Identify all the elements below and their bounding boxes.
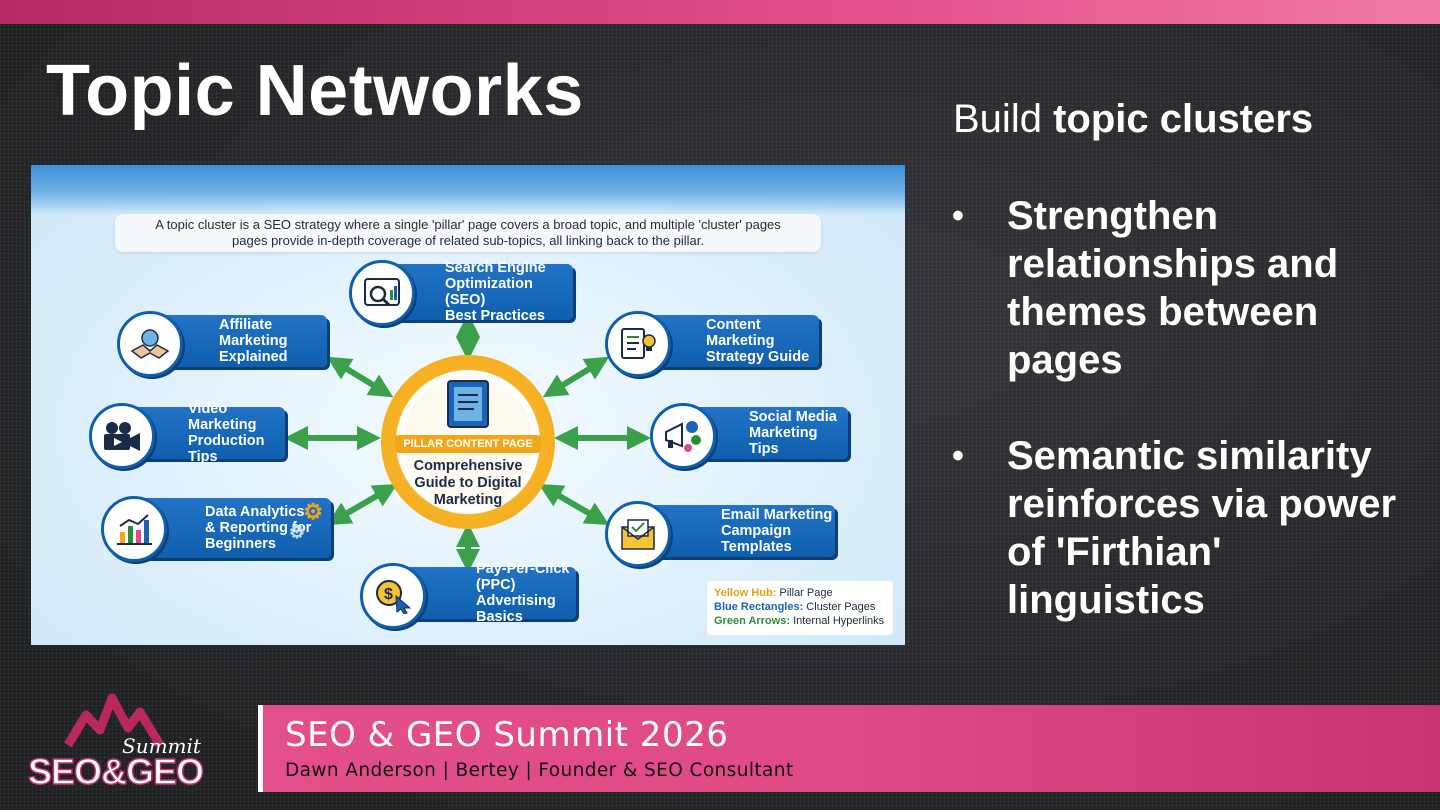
cluster-content-line-2: Strategy Guide xyxy=(706,349,810,365)
gear-small-icon: ⚙ xyxy=(288,522,305,542)
handshake-globe-icon xyxy=(117,311,183,377)
infographic-legend: Yellow Hub: Pillar Page Blue Rectangles:… xyxy=(707,581,893,635)
cluster-affiliate-line-2: Explained xyxy=(219,349,288,365)
pillar-title-line-1: Comprehensive xyxy=(413,458,523,474)
svg-text:$: $ xyxy=(384,586,393,603)
cluster-affiliate: Affiliate Marketing Explained xyxy=(117,311,329,377)
logo-script: Summit xyxy=(122,734,202,758)
slide-title: Topic Networks xyxy=(46,51,584,131)
cluster-seo-line-1: Search Engine xyxy=(445,260,546,276)
legend-value-hub: Pillar Page xyxy=(776,587,833,599)
cluster-seo-line-3: Best Practices xyxy=(445,308,545,324)
cluster-social: Social Media Marketing Tips xyxy=(650,403,850,469)
lead-strong: topic clusters xyxy=(1053,97,1314,141)
bar-chart-icon xyxy=(101,496,167,562)
cluster-data-line-3: Beginners xyxy=(205,536,276,552)
arrow-content xyxy=(542,356,610,398)
document-lightbulb-icon xyxy=(605,311,671,377)
megaphone-social-icon xyxy=(650,403,716,469)
legend-key-arrow: Green Arrows: xyxy=(714,615,791,627)
cluster-data-line-1: Data Analytics xyxy=(205,504,305,520)
bullet-item: • Semantic similarity reinforces via powe… xyxy=(950,432,1420,624)
legend-key-hub: Yellow Hub: xyxy=(714,587,777,599)
cluster-social-line-1: Social Media xyxy=(749,409,837,425)
pillar-badge: PILLAR CONTENT PAGE xyxy=(395,435,541,453)
infographic-sky xyxy=(31,165,905,215)
cluster-video-line-1: Video Marketing xyxy=(188,401,257,433)
envelope-icon xyxy=(605,501,671,567)
top-accent-bar xyxy=(0,0,1440,24)
bullet-symbol: • xyxy=(952,437,964,475)
speaker-line: Dawn Anderson | Bertey | Founder & SEO C… xyxy=(285,760,794,781)
pillar-title-line-2: Guide to Digital xyxy=(414,475,522,491)
book-icon xyxy=(447,380,489,428)
arrow-data xyxy=(326,483,398,526)
lead-prefix: Build xyxy=(953,97,1054,141)
pillar-hub: PILLAR CONTENT PAGE Comprehensive Guide … xyxy=(381,355,555,529)
coin-cursor-icon: $ xyxy=(360,563,426,629)
gear-icon: ⚙ xyxy=(303,499,323,524)
cluster-social-line-2: Marketing Tips xyxy=(749,425,818,457)
footer-bar: SEO & GEO Summit 2026 Dawn Anderson | Be… xyxy=(258,705,1440,792)
infographic-intro: A topic cluster is a SEO strategy where … xyxy=(115,214,821,252)
legend-key-cluster: Blue Rectangles: xyxy=(714,601,804,613)
cluster-seo: Search Engine Optimization (SEO) Best Pr… xyxy=(349,260,575,326)
cluster-data: Data Analytics & Reporting for Beginners… xyxy=(101,496,333,562)
logo-wordmark: SEO&GEO xyxy=(28,751,203,790)
cluster-ppc-line-1: Pay-Per-Click (PPC) xyxy=(476,561,570,593)
bullet-symbol: • xyxy=(952,197,964,235)
bullet-item: • Strengthen relationships and themes bet… xyxy=(950,192,1420,384)
link-arrows xyxy=(284,313,651,573)
cluster-email-line-1: Email Marketing xyxy=(721,507,833,523)
cluster-seo-line-2: Optimization (SEO) xyxy=(445,276,533,308)
legend-value-arrow: Internal Hyperlinks xyxy=(790,615,885,627)
pillar-title-line-3: Marketing xyxy=(433,492,503,508)
cluster-email-line-2: Campaign Templates xyxy=(721,523,792,555)
arrow-affiliate xyxy=(326,356,394,398)
bullet-list: • Strengthen relationships and themes bet… xyxy=(950,192,1420,672)
video-camera-icon xyxy=(89,403,155,469)
intro-line-1: A topic cluster is a SEO strategy where … xyxy=(155,217,781,232)
pillar-title: Comprehensive Guide to Digital Marketing xyxy=(389,458,547,509)
bullet-text: Semantic similarity reinforces via power… xyxy=(1007,434,1397,622)
cluster-data-line-2: & Reporting for xyxy=(205,520,312,536)
cluster-video: Video Marketing Production Tips xyxy=(89,401,287,469)
legend-value-cluster: Cluster Pages xyxy=(803,601,876,613)
cluster-video-line-2: Production Tips xyxy=(188,433,265,465)
bullet-text: Strengthen relationships and themes betw… xyxy=(1007,194,1339,382)
topic-cluster-infographic: A topic cluster is a SEO strategy where … xyxy=(31,165,905,645)
event-name: SEO & GEO Summit 2026 xyxy=(285,715,729,755)
lead-text: Build topic clusters xyxy=(953,97,1313,142)
magnifier-chart-icon xyxy=(349,260,415,326)
cluster-content-line-1: Content Marketing xyxy=(706,317,775,349)
cluster-content: Content Marketing Strategy Guide xyxy=(605,311,821,377)
cluster-affiliate-line-1: Affiliate Marketing xyxy=(219,317,288,349)
arrow-email xyxy=(538,483,610,526)
intro-line-2: pages provide in-depth coverage of relat… xyxy=(232,233,704,248)
cluster-ppc: Pay-Per-Click (PPC) Advertising Basics $ xyxy=(360,561,578,629)
summit-logo: Summit SEO&GEO xyxy=(28,693,205,790)
cluster-ppc-line-2: Advertising Basics xyxy=(476,593,556,625)
cluster-email: Email Marketing Campaign Templates xyxy=(605,501,837,567)
